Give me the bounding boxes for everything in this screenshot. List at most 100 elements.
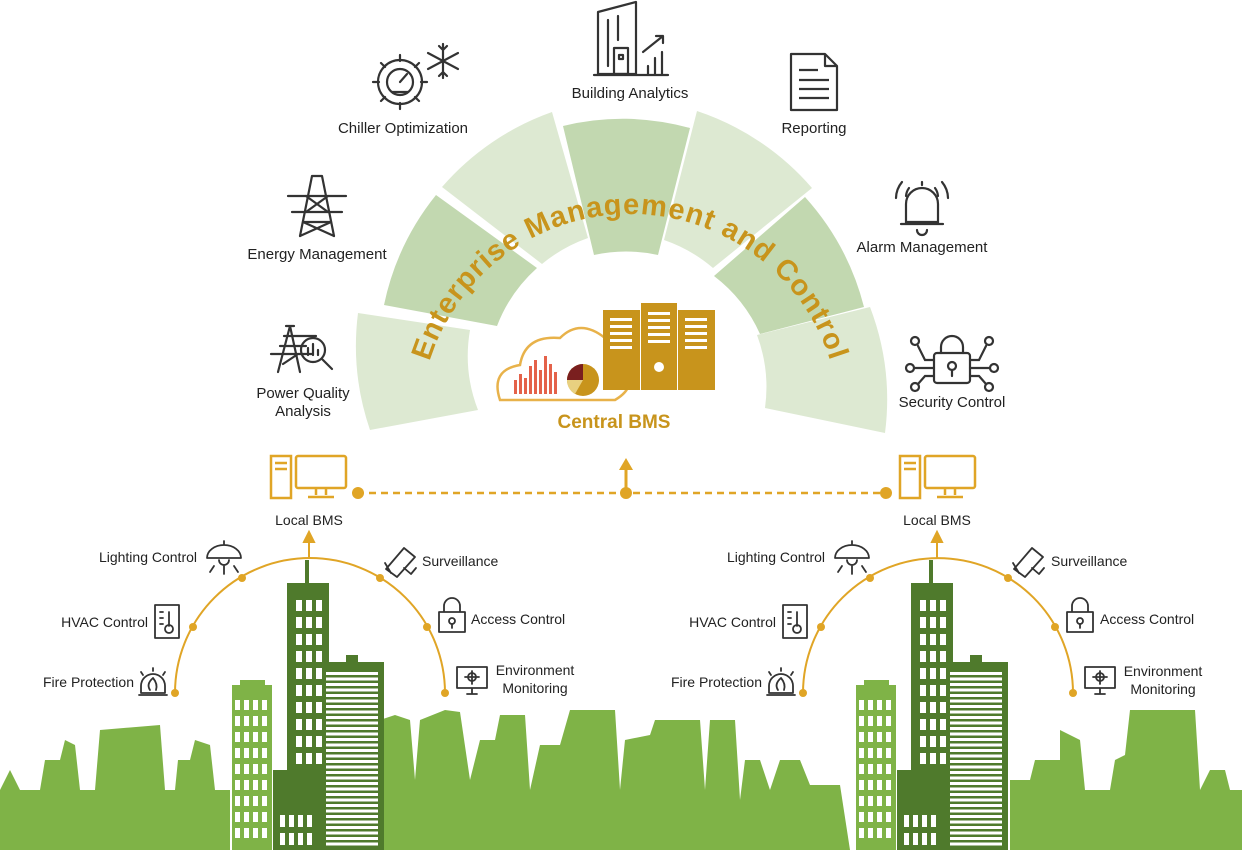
window	[253, 796, 258, 806]
window	[244, 812, 249, 822]
window-stripe	[326, 721, 378, 725]
window	[296, 736, 302, 747]
window	[868, 700, 873, 710]
left-fire-protection-label: Fire Protection	[42, 674, 134, 690]
arc-segment-4	[563, 118, 690, 255]
environment-monitor-icon	[1084, 666, 1116, 695]
window	[904, 815, 909, 827]
window	[930, 651, 936, 662]
left-lighting-control-label: Lighting Control	[98, 549, 197, 565]
window-stripe	[326, 677, 378, 681]
window	[920, 634, 926, 645]
window	[920, 617, 926, 628]
right-access-control-label: Access Control	[1100, 611, 1195, 627]
left-hvac-control-label: HVAC Control	[61, 614, 148, 630]
window-stripe	[326, 809, 378, 813]
window-stripe	[326, 798, 378, 802]
window	[235, 716, 240, 726]
window	[253, 732, 258, 742]
window-stripe	[326, 782, 378, 785]
window	[316, 685, 322, 696]
ceiling-lamp-icon	[834, 540, 870, 575]
window	[289, 815, 294, 827]
central-bms-label: Central BMS	[557, 412, 671, 433]
window	[235, 700, 240, 710]
window-stripe	[326, 672, 378, 675]
arc-segment-3	[442, 112, 588, 264]
right-hvac-control-label: HVAC Control	[689, 614, 776, 630]
window-stripe	[950, 727, 1002, 730]
window-stripe	[950, 776, 1002, 780]
window-stripe	[326, 831, 378, 835]
module-label-reporting: Reporting	[781, 120, 847, 137]
window	[868, 732, 873, 742]
left-environment-line1: Environment	[495, 662, 575, 678]
window	[920, 702, 926, 713]
window	[940, 651, 946, 662]
window	[922, 815, 927, 827]
window	[296, 685, 302, 696]
window-stripe	[950, 672, 1002, 675]
window	[253, 700, 258, 710]
window	[307, 815, 312, 827]
window	[859, 732, 864, 742]
window	[920, 736, 926, 747]
thermostat-icon	[782, 604, 808, 639]
window	[262, 716, 267, 726]
alarm-bell-icon	[894, 180, 950, 237]
window	[306, 651, 312, 662]
padlock-icon	[438, 597, 466, 633]
window	[306, 600, 312, 611]
window	[253, 764, 258, 774]
bms-connection	[352, 458, 892, 499]
window	[930, 719, 936, 730]
window	[940, 753, 946, 764]
local-bms-label-right: Local BMS	[903, 512, 971, 528]
window-stripe	[326, 760, 378, 763]
window	[920, 685, 926, 696]
arc-segment-6	[714, 197, 864, 334]
window	[877, 812, 882, 822]
local-bms-computer-icon-left	[269, 454, 348, 500]
window	[886, 780, 891, 790]
module-label-chiller-optimization: Chiller Optimization	[337, 120, 469, 137]
window	[244, 780, 249, 790]
window	[920, 753, 926, 764]
ceiling-lamp-icon	[206, 540, 242, 575]
window	[859, 700, 864, 710]
window	[859, 796, 864, 806]
window	[940, 702, 946, 713]
window	[886, 748, 891, 758]
window-stripe	[326, 694, 378, 697]
window-stripe	[326, 804, 378, 807]
window	[244, 764, 249, 774]
window-stripe	[326, 771, 378, 774]
window	[868, 828, 873, 838]
window	[940, 617, 946, 628]
window	[877, 764, 882, 774]
window-stripe	[326, 710, 378, 714]
window-stripe	[950, 804, 1002, 807]
window	[930, 753, 936, 764]
window	[940, 719, 946, 730]
window	[913, 833, 918, 845]
window	[316, 753, 322, 764]
window	[296, 702, 302, 713]
right-environment-line2: Monitoring	[1130, 681, 1196, 697]
window-stripe	[950, 820, 1002, 824]
window	[306, 753, 312, 764]
cctv-camera-icon	[384, 547, 417, 578]
window-stripe	[950, 815, 1002, 818]
window	[289, 833, 294, 845]
window	[262, 700, 267, 710]
window-stripe	[326, 749, 378, 752]
window	[316, 617, 322, 628]
window	[868, 764, 873, 774]
window	[262, 828, 267, 838]
window	[920, 719, 926, 730]
module-label-building-analytics: Building Analytics	[571, 85, 689, 102]
right-environment-line1: Environment	[1123, 663, 1203, 679]
window-stripe	[326, 842, 378, 846]
window	[244, 828, 249, 838]
circuit-lock-icon	[904, 334, 1000, 393]
